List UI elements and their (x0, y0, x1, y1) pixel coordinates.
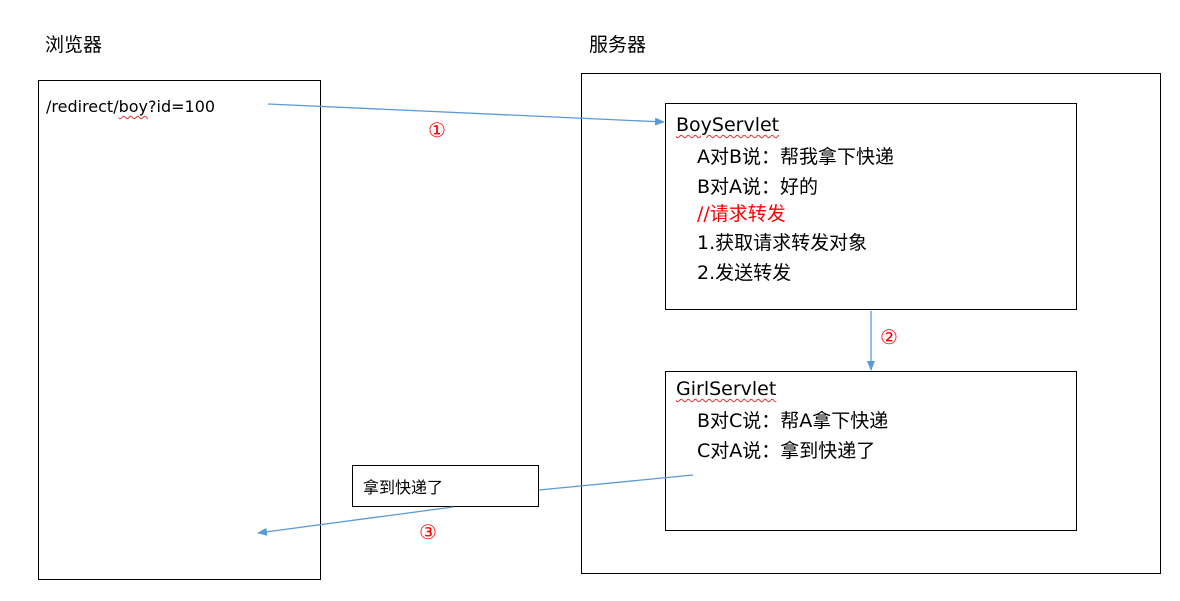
server-title: 服务器 (589, 34, 647, 56)
boy-comment: //请求转发 (697, 203, 786, 225)
step-one-marker: ① (428, 118, 446, 142)
boy-step-2: 2.发送转发 (697, 262, 792, 284)
girl-servlet-title: GirlServlet (676, 378, 777, 400)
arrow-request (267, 103, 665, 126)
arrow-response-b (257, 506, 454, 536)
browser-title: 浏览器 (45, 34, 103, 56)
url-query: ?id=100 (148, 97, 216, 116)
url-path: boy (118, 97, 149, 116)
step-two-marker: ② (880, 325, 898, 349)
response-box: 拿到快递了 (352, 465, 539, 507)
request-url: /redirect/boy?id=100 (46, 97, 215, 116)
server-box (581, 73, 1161, 574)
boy-servlet-title: BoyServlet (676, 114, 780, 136)
url-prefix: /redirect/ (46, 97, 119, 116)
response-text: 拿到快递了 (363, 478, 444, 497)
browser-box (38, 80, 321, 580)
boy-servlet-box: BoyServlet A对B说：帮我拿下快递 B对A说：好的 //请求转发 1.… (665, 103, 1077, 310)
boy-line-1: A对B说：帮我拿下快递 (697, 146, 895, 168)
step-three-marker: ③ (419, 520, 437, 544)
girl-servlet-box: GirlServlet B对C说：帮A拿下快递 C对A说：拿到快递了 (665, 371, 1077, 531)
girl-line-2: C对A说：拿到快递了 (697, 440, 876, 462)
boy-line-2: B对A说：好的 (697, 176, 819, 198)
arrow-response-a (538, 474, 694, 491)
boy-step-1: 1.获取请求转发对象 (697, 232, 868, 254)
girl-line-1: B对C说：帮A拿下快递 (697, 410, 889, 432)
